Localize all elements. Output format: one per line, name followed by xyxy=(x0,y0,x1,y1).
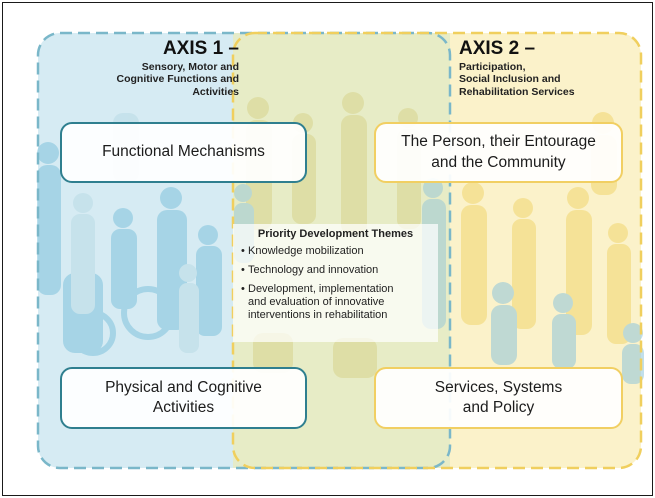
box-label-line: Services, Systems xyxy=(434,378,563,396)
axis1-title: AXIS 1 – xyxy=(162,38,239,59)
axis2-subtitle-line: Rehabilitation Services xyxy=(459,85,575,98)
axis2-subtitle-line: Participation, xyxy=(459,61,526,73)
box-label-line: Activities xyxy=(152,399,215,416)
axis2-outline xyxy=(231,31,643,470)
box-label-line: Physical and Cognitive xyxy=(105,378,262,396)
axis1-subtitle-line: Activities xyxy=(192,85,239,98)
services-systems-policy-label: Services, Systems and Policy xyxy=(435,378,562,419)
theme-text: Knowledge mobilization xyxy=(248,245,364,257)
person-entourage-community-box: The Person, their Entourage and the Comm… xyxy=(374,122,623,183)
box-label-line: The Person, their Entourage xyxy=(401,133,596,151)
theme-text-line: Development, implementation xyxy=(248,283,394,295)
theme-text-line: interventions in rehabilitation xyxy=(248,309,388,321)
axis2-subtitle-line: Social Inclusion and xyxy=(459,73,561,86)
physical-cognitive-activities-label: Physical and Cognitive Activities xyxy=(105,378,262,419)
axis1-subtitle-line: Cognitive Functions and xyxy=(116,73,240,86)
box-label-line: and Policy xyxy=(462,399,535,416)
list-item: • Technology and innovation xyxy=(241,264,434,277)
axis2-subtitle: Participation, Social Inclusion and Reha… xyxy=(459,61,652,98)
services-systems-policy-box: Services, Systems and Policy xyxy=(374,367,623,429)
functional-mechanisms-box: Functional Mechanisms xyxy=(60,122,307,183)
person-entourage-community-label: The Person, their Entourage and the Comm… xyxy=(401,132,596,173)
axis2-title: AXIS 2 – xyxy=(459,38,536,59)
bullet-icon: • xyxy=(241,283,245,295)
functional-mechanisms-label: Functional Mechanisms xyxy=(102,143,265,161)
box-label-line: and the Community xyxy=(431,153,566,171)
physical-cognitive-activities-box: Physical and Cognitive Activities xyxy=(60,367,307,429)
axis1-outline xyxy=(36,31,452,470)
theme-text: Technology and innovation xyxy=(248,264,379,276)
bullet-icon: • xyxy=(241,264,245,276)
priority-themes-panel: Priority Development Themes • Knowledge … xyxy=(233,224,438,342)
bullet-icon: • xyxy=(241,245,245,257)
axis1-subtitle: Sensory, Motor and Cognitive Functions a… xyxy=(39,61,240,98)
list-item: • Development, implementation and evalua… xyxy=(241,283,434,322)
theme-text-line: and evaluation of innovative xyxy=(248,296,385,308)
priority-themes-title: Priority Development Themes xyxy=(257,228,414,240)
axis1-subtitle-line: Sensory, Motor and xyxy=(141,61,239,73)
list-item: • Knowledge mobilization xyxy=(241,245,434,258)
priority-themes-list: • Knowledge mobilization • Technology an… xyxy=(233,245,438,322)
